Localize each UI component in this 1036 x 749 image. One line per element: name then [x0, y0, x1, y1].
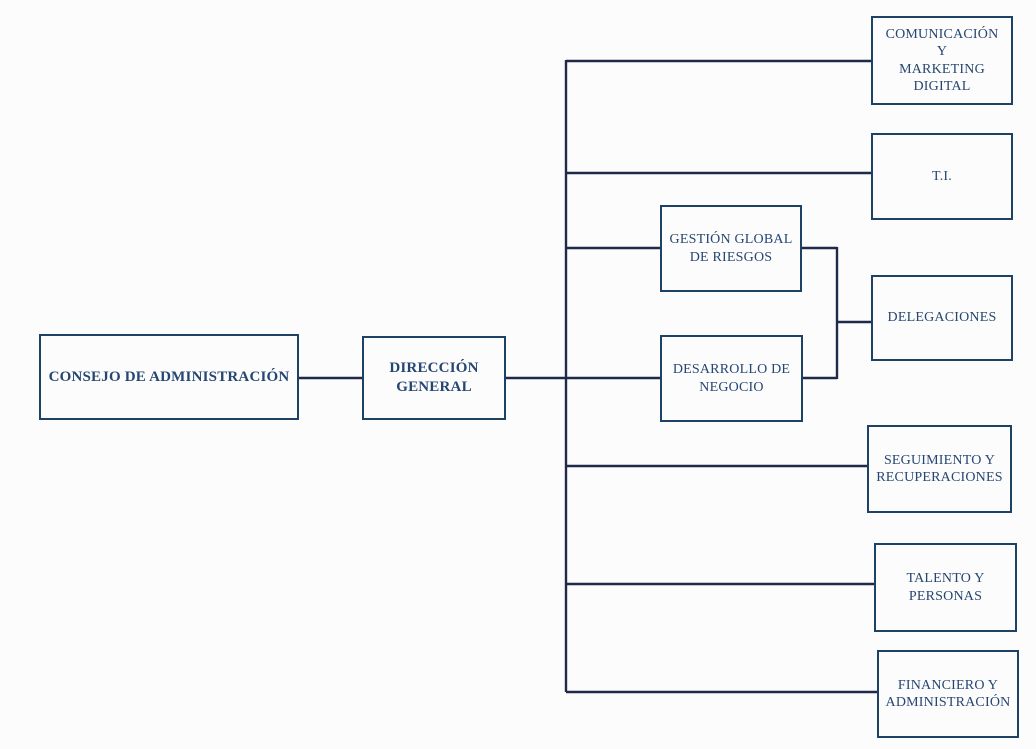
node-gestion-global-de-riesgos: GESTIÓN GLOBAL DE RIESGOS — [660, 205, 802, 292]
node-delegaciones: DELEGACIONES — [871, 275, 1013, 361]
node-label: COMUNICACIÓN Y MARKETING DIGITAL — [885, 26, 999, 94]
node-label: FINANCIERO Y ADMINISTRACIÓN — [885, 677, 1011, 710]
node-label: DELEGACIONES — [887, 310, 997, 326]
node-label: CONSEJO DE ADMINISTRACIÓN — [48, 368, 290, 385]
node-label: T.I. — [932, 168, 952, 184]
node-label: DIRECCIÓN GENERAL — [389, 360, 479, 395]
node-label: TALENTO Y PERSONAS — [906, 571, 985, 604]
node-financiero-y-administracion: FINANCIERO Y ADMINISTRACIÓN — [877, 650, 1019, 738]
node-consejo-de-administracion: CONSEJO DE ADMINISTRACIÓN — [39, 334, 299, 420]
node-talento-y-personas: TALENTO Y PERSONAS — [874, 543, 1017, 632]
node-label: DESARROLLO DE NEGOCIO — [672, 362, 791, 395]
node-label: SEGUIMIENTO Y RECUPERACIONES — [876, 452, 1003, 485]
node-direccion-general: DIRECCIÓN GENERAL — [362, 336, 506, 420]
node-label: GESTIÓN GLOBAL DE RIESGOS — [669, 232, 793, 265]
node-comunicacion-y-marketing-digital: COMUNICACIÓN Y MARKETING DIGITAL — [871, 16, 1013, 105]
node-desarrollo-de-negocio: DESARROLLO DE NEGOCIO — [660, 335, 803, 422]
node-seguimiento-y-recuperaciones: SEGUIMIENTO Y RECUPERACIONES — [867, 425, 1012, 513]
node-ti: T.I. — [871, 133, 1013, 220]
